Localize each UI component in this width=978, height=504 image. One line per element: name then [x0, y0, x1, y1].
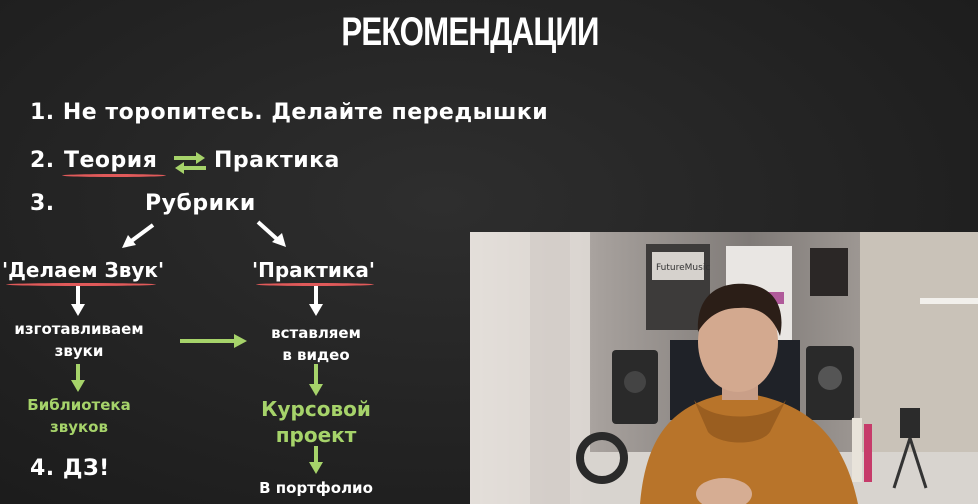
- slide-title: РЕКОМЕНДАЦИИ: [341, 10, 599, 54]
- right-rubric: 'Практика': [252, 258, 376, 282]
- right-step-2: Курсовой проект: [261, 397, 371, 447]
- item-4-number: 4.: [30, 456, 55, 481]
- right-step-1: вставляем в видео: [271, 324, 361, 364]
- item-1: 1. Не торопитесь. Делайте передышки: [30, 100, 548, 125]
- item-1-number: 1.: [30, 100, 55, 125]
- left-step-2: Библиотека звуков: [27, 396, 131, 436]
- right-step-3: В портфолио: [259, 479, 373, 497]
- arrow-to-right-rubric: [256, 220, 280, 242]
- presenter-video: FutureMusic: [470, 232, 978, 504]
- rubrics-heading: Рубрики: [145, 191, 256, 216]
- right-rubric-underline: [256, 283, 374, 286]
- item-2-number: 2.: [30, 148, 55, 173]
- left-step-1: изготавливаем звуки: [14, 320, 144, 360]
- left-rubric: 'Делаем Звук': [2, 258, 165, 282]
- item-4-text: ДЗ!: [62, 456, 110, 481]
- item-3-number: 3.: [30, 191, 55, 216]
- item-2-theory: Теория: [64, 148, 158, 173]
- item-2-practice: Практика: [214, 148, 340, 173]
- item-1-text: Не торопитесь. Делайте передышки: [62, 100, 549, 125]
- theory-underline: [62, 174, 166, 177]
- swap-arrows-icon: [174, 152, 206, 174]
- presenter-photo: FutureMusic: [470, 232, 978, 504]
- poster-label: FutureMusic: [656, 263, 710, 273]
- item-4: 4. ДЗ!: [30, 456, 110, 481]
- arrow-to-left-rubric: [128, 223, 155, 244]
- left-rubric-underline: [6, 283, 156, 286]
